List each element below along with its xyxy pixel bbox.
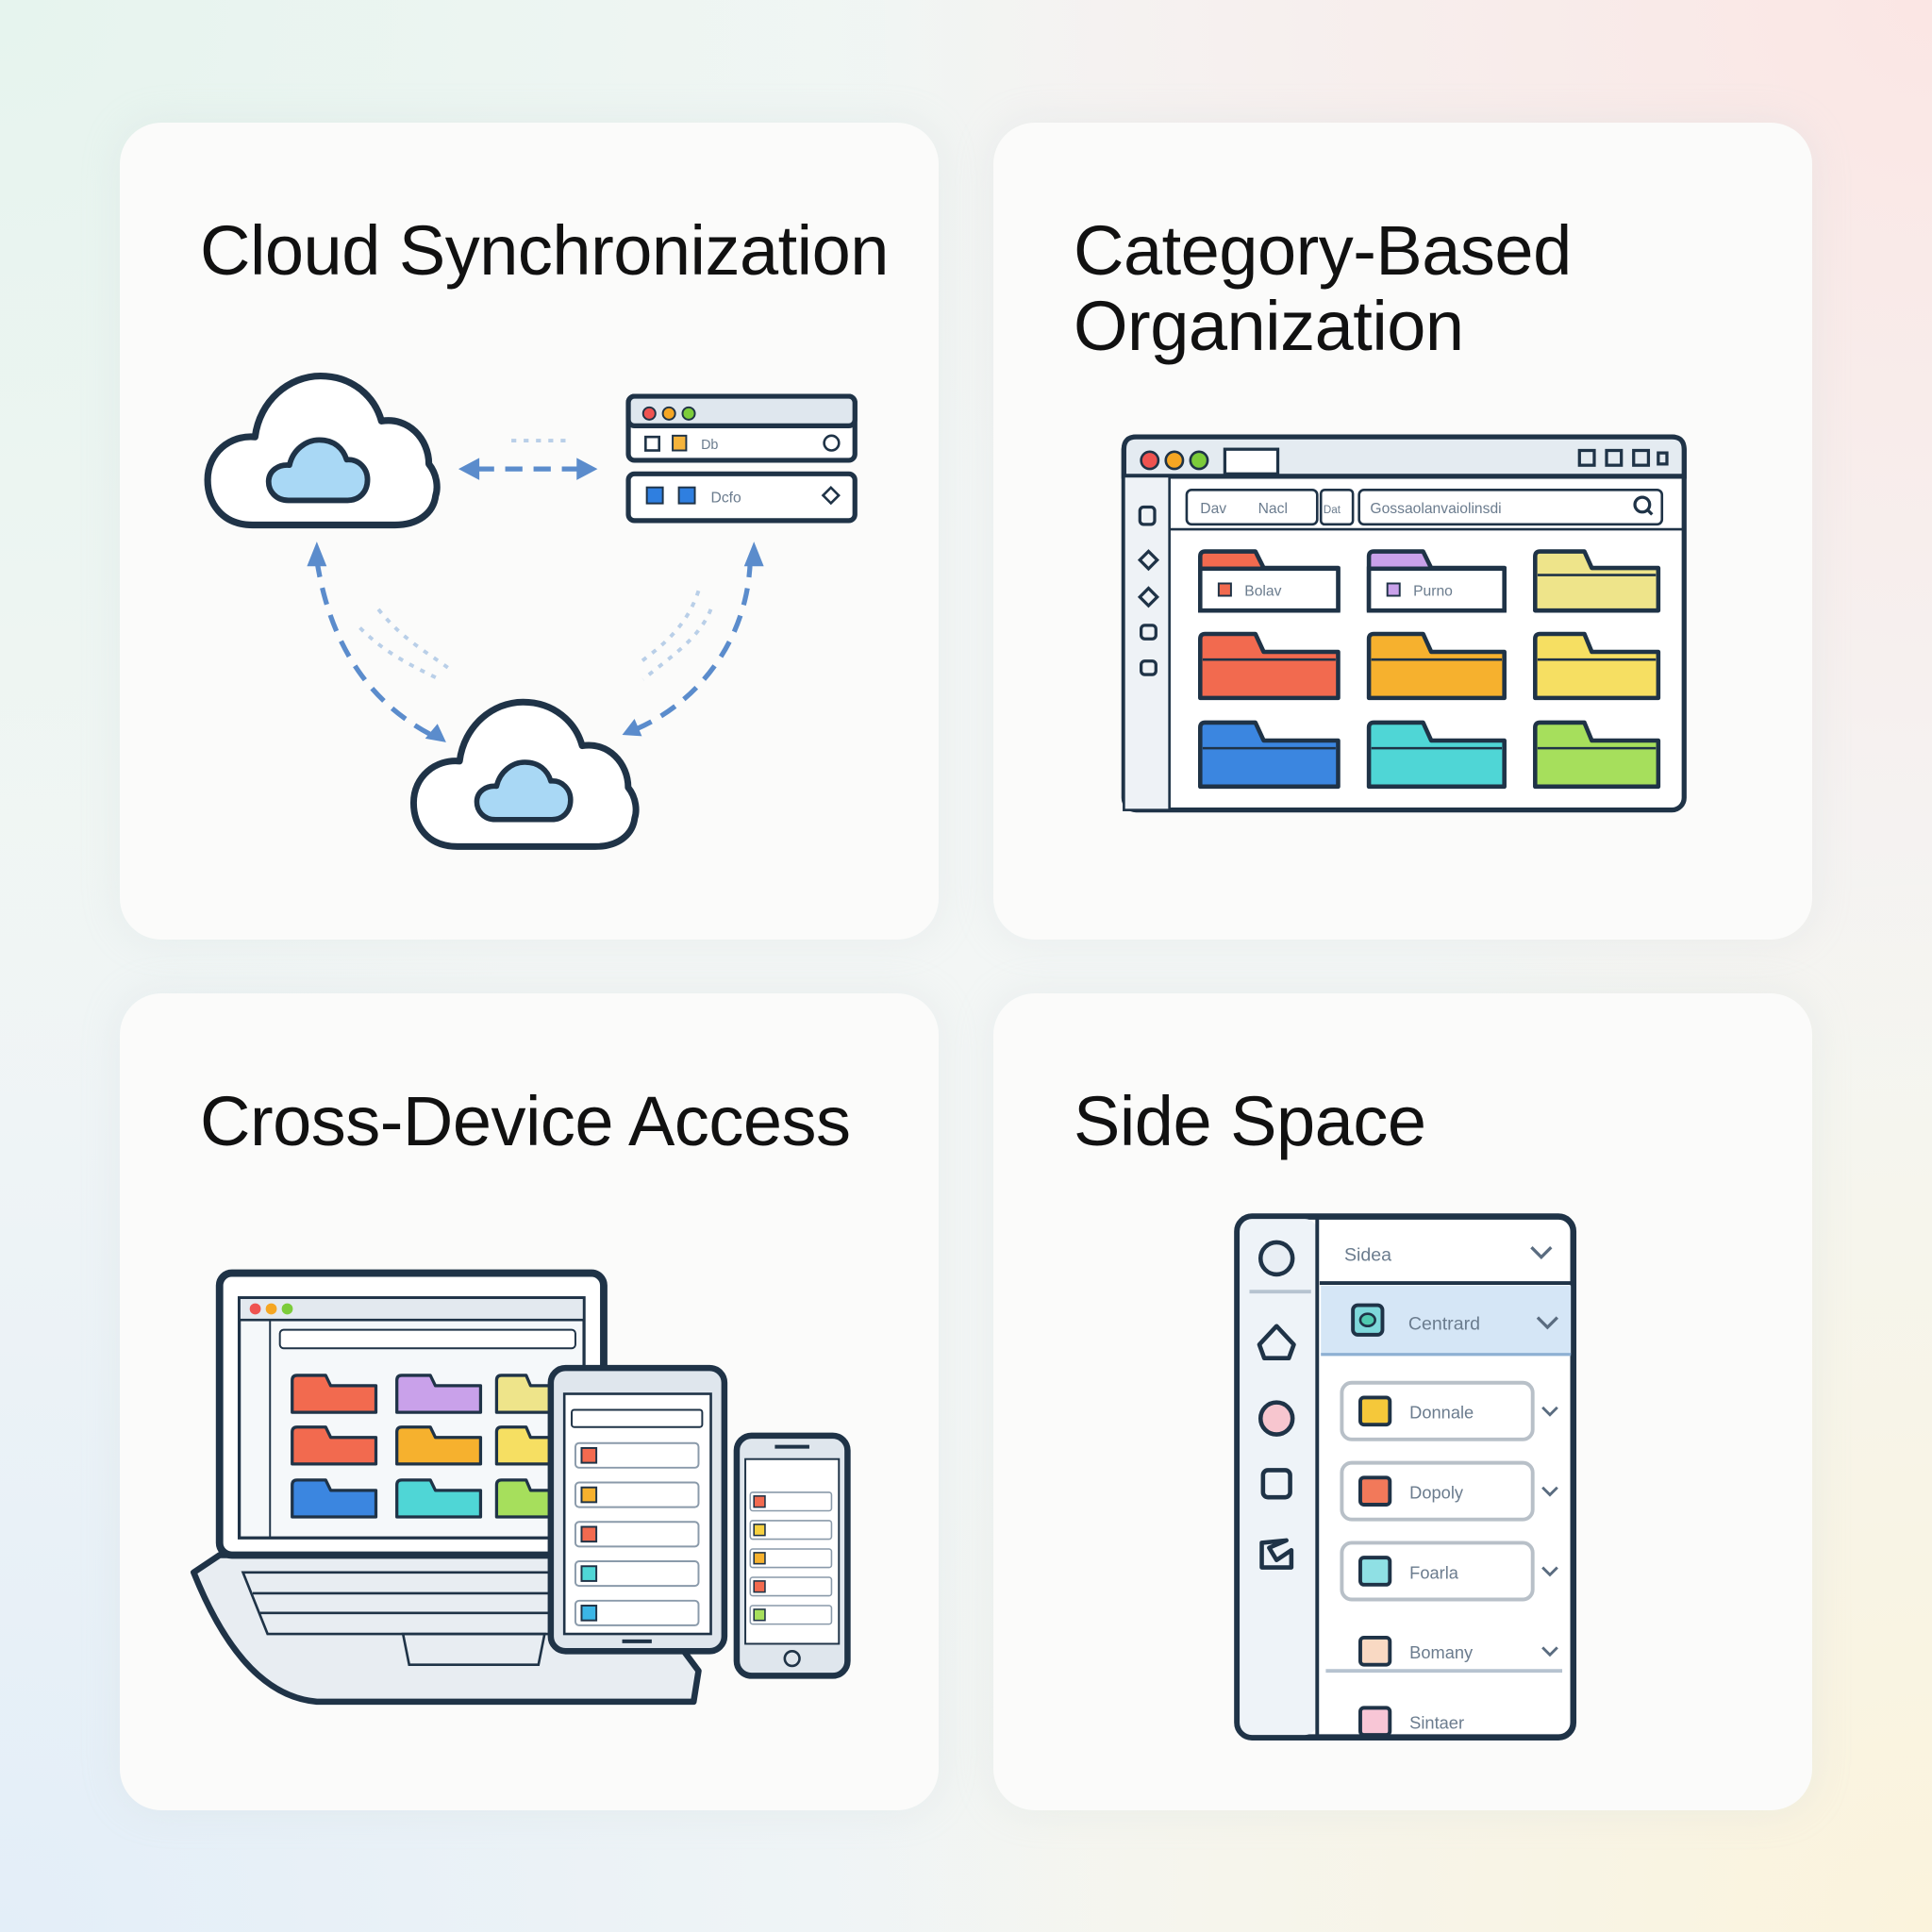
space-icon — [1358, 1556, 1392, 1587]
folder-icon[interactable] — [395, 1374, 483, 1414]
chevron-down-icon[interactable] — [1541, 1566, 1558, 1577]
space-icon — [1358, 1706, 1392, 1738]
folder-icon[interactable] — [395, 1478, 483, 1519]
edit-icon[interactable] — [1260, 1468, 1292, 1500]
space-item[interactable]: Dopoly — [1340, 1460, 1558, 1522]
list-item[interactable] — [574, 1521, 700, 1548]
folder[interactable] — [1366, 631, 1507, 701]
folder-icon[interactable] — [291, 1374, 378, 1414]
title-line: Organization — [1074, 287, 1464, 365]
list-item[interactable] — [749, 1491, 833, 1512]
folder-icon[interactable] — [291, 1478, 378, 1519]
home-icon[interactable] — [1257, 1324, 1296, 1360]
list-item[interactable] — [574, 1441, 700, 1469]
toolbar-tab[interactable]: Nacl — [1258, 501, 1288, 517]
folder-icon[interactable] — [1533, 720, 1661, 790]
space-item-label: Bomany — [1409, 1642, 1474, 1662]
folder[interactable] — [1533, 720, 1661, 790]
chevron-down-icon[interactable] — [1536, 1316, 1558, 1330]
space-item-label: Sintaer — [1409, 1713, 1464, 1733]
folder-icon[interactable] — [395, 1425, 483, 1466]
window-row-label: Db — [701, 438, 718, 453]
list-item[interactable] — [749, 1520, 833, 1541]
chevron-down-icon[interactable] — [1541, 1646, 1558, 1657]
toolbar-tab[interactable]: Dav — [1200, 501, 1226, 517]
chevron-down-icon[interactable] — [1530, 1246, 1553, 1259]
space-item[interactable]: Bomany — [1358, 1636, 1558, 1667]
search-icon[interactable] — [1633, 495, 1652, 514]
folder-icon[interactable] — [1533, 631, 1661, 701]
list-item[interactable] — [749, 1548, 833, 1569]
maximize-dot[interactable] — [1189, 450, 1209, 471]
toolbar-tabs[interactable] — [1185, 488, 1319, 526]
space-icon — [1358, 1395, 1392, 1427]
toolbar-tab[interactable]: Dat — [1324, 504, 1341, 516]
window-row-label: Dcfo — [711, 490, 741, 506]
cloud-sync-illustration: Db Dcfo — [120, 123, 858, 940]
tablet — [547, 1364, 728, 1655]
card-title: Cloud Synchronization — [200, 211, 889, 290]
sidebar-icons[interactable] — [1137, 505, 1160, 676]
search-text: Gossaolanvaiolinsdi — [1370, 501, 1501, 517]
phone — [733, 1432, 851, 1679]
space-header[interactable]: Sidea — [1344, 1245, 1391, 1266]
folder-icon[interactable] — [1533, 549, 1661, 613]
avatar-circle-icon[interactable] — [1257, 1240, 1295, 1277]
file-manager-illustration: Dav Nacl Dat Gossaolanvaiolinsdi Bolav Pu… — [1121, 434, 1687, 813]
sync-arrows — [314, 466, 753, 739]
folder-icon[interactable] — [1366, 631, 1507, 701]
list-item[interactable] — [574, 1560, 700, 1588]
folder-grid: Bolav Purno — [1198, 549, 1661, 790]
side-space-panel: Sidea Centrard DonnaleDopolyFoarlaBomany… — [1234, 1213, 1577, 1740]
laptop — [191, 1269, 702, 1706]
folder[interactable]: Purno — [1366, 549, 1507, 613]
folder-label: Purno — [1413, 584, 1453, 600]
minimize-dot[interactable] — [1164, 450, 1185, 471]
mini-window: Db Dcfo — [625, 393, 858, 524]
folder[interactable] — [1533, 549, 1661, 613]
folder-icon[interactable] — [291, 1425, 378, 1466]
devices-illustration — [191, 1269, 851, 1706]
selected-space-label: Centrard — [1408, 1314, 1480, 1335]
close-dot[interactable] — [1140, 450, 1160, 471]
globe-icon[interactable] — [1257, 1400, 1295, 1437]
title-line: Category-Based — [1074, 211, 1572, 290]
chevron-down-icon[interactable] — [1541, 1406, 1558, 1417]
card-cross-device: Cross-Device Access — [120, 993, 939, 1810]
card-cloud-sync: Cloud Synchronization — [120, 123, 939, 940]
space-item-label: Donnale — [1409, 1403, 1474, 1423]
sidebar — [1123, 475, 1171, 811]
folder[interactable] — [1198, 631, 1341, 701]
space-item-label: Foarla — [1409, 1562, 1459, 1582]
card-title: Side Space — [1074, 1082, 1426, 1160]
space-icon — [1358, 1475, 1392, 1507]
search-input[interactable] — [1357, 488, 1664, 526]
folder-label: Bolav — [1244, 584, 1281, 600]
space-item[interactable]: Foarla — [1340, 1541, 1558, 1602]
list-item[interactable] — [574, 1481, 700, 1508]
space-icon — [1358, 1636, 1392, 1667]
space-item[interactable]: Sintaer — [1358, 1706, 1464, 1738]
folder[interactable] — [1366, 720, 1507, 790]
folder-icon[interactable] — [1198, 631, 1341, 701]
folder-icon[interactable] — [1198, 720, 1341, 790]
folder[interactable] — [1198, 720, 1341, 790]
space-item[interactable]: Donnale — [1340, 1380, 1558, 1441]
list-item[interactable] — [749, 1576, 833, 1597]
folder[interactable] — [1533, 631, 1661, 701]
folder-icon[interactable] — [1366, 720, 1507, 790]
chevron-down-icon[interactable] — [1541, 1486, 1558, 1497]
card-title: Cross-Device Access — [200, 1082, 851, 1160]
folder[interactable]: Bolav — [1198, 549, 1341, 613]
list-item[interactable] — [749, 1605, 833, 1625]
check-box-icon[interactable] — [1259, 1538, 1294, 1570]
window-controls[interactable] — [1577, 448, 1669, 467]
space-item-label: Dopoly — [1409, 1482, 1464, 1502]
arrow-heads — [307, 458, 764, 742]
list-item[interactable] — [574, 1599, 700, 1626]
